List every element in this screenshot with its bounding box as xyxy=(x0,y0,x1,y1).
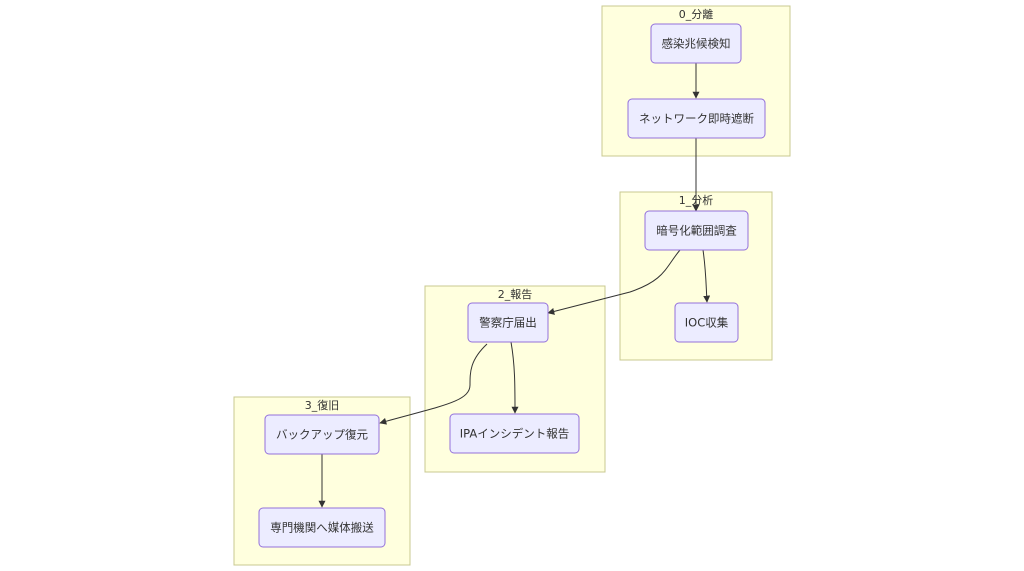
cluster-label: 0_分離 xyxy=(679,7,714,21)
node-box[interactable] xyxy=(264,414,380,455)
node-ipa-incident-report[interactable]: IPAインシデント報告 xyxy=(449,413,580,454)
node-backup-restore[interactable]: バックアップ復元 xyxy=(264,414,380,455)
node-box[interactable] xyxy=(644,210,749,251)
node-label: 専門機関へ媒体搬送 xyxy=(270,521,374,535)
node-label: 感染兆候検知 xyxy=(662,37,731,51)
node-media-transport[interactable]: 専門機関へ媒体搬送 xyxy=(258,507,386,548)
node-label: 警察庁届出 xyxy=(479,316,537,330)
edge-n3-n4 xyxy=(702,249,711,303)
cluster-label: 3_復旧 xyxy=(305,399,340,412)
node-box[interactable] xyxy=(258,507,386,548)
node-label: IOC収集 xyxy=(685,316,729,330)
node-box[interactable] xyxy=(674,302,739,343)
node-label: ネットワーク即時遮断 xyxy=(639,112,754,126)
node-box[interactable] xyxy=(467,302,549,343)
edge-n3-n5 xyxy=(547,249,681,315)
node-box[interactable] xyxy=(650,23,742,64)
node-label: 暗号化範囲調査 xyxy=(656,224,737,238)
cluster-label: 2_報告 xyxy=(498,288,533,301)
node-box[interactable] xyxy=(449,413,580,454)
edge-n5-n7 xyxy=(379,343,488,425)
edge-n5-n6 xyxy=(510,341,519,414)
node-infection-detection[interactable]: 感染兆候検知 xyxy=(650,23,742,64)
node-ioc-collection[interactable]: IOC収集 xyxy=(674,302,739,343)
node-network-cutoff[interactable]: ネットワーク即時遮断 xyxy=(627,98,766,139)
node-box[interactable] xyxy=(627,98,766,139)
node-encryption-scope[interactable]: 暗号化範囲調査 xyxy=(644,210,749,251)
node-label: バックアップ復元 xyxy=(276,428,368,442)
node-label: IPAインシデント報告 xyxy=(460,427,569,441)
node-police-report[interactable]: 警察庁届出 xyxy=(467,302,549,343)
